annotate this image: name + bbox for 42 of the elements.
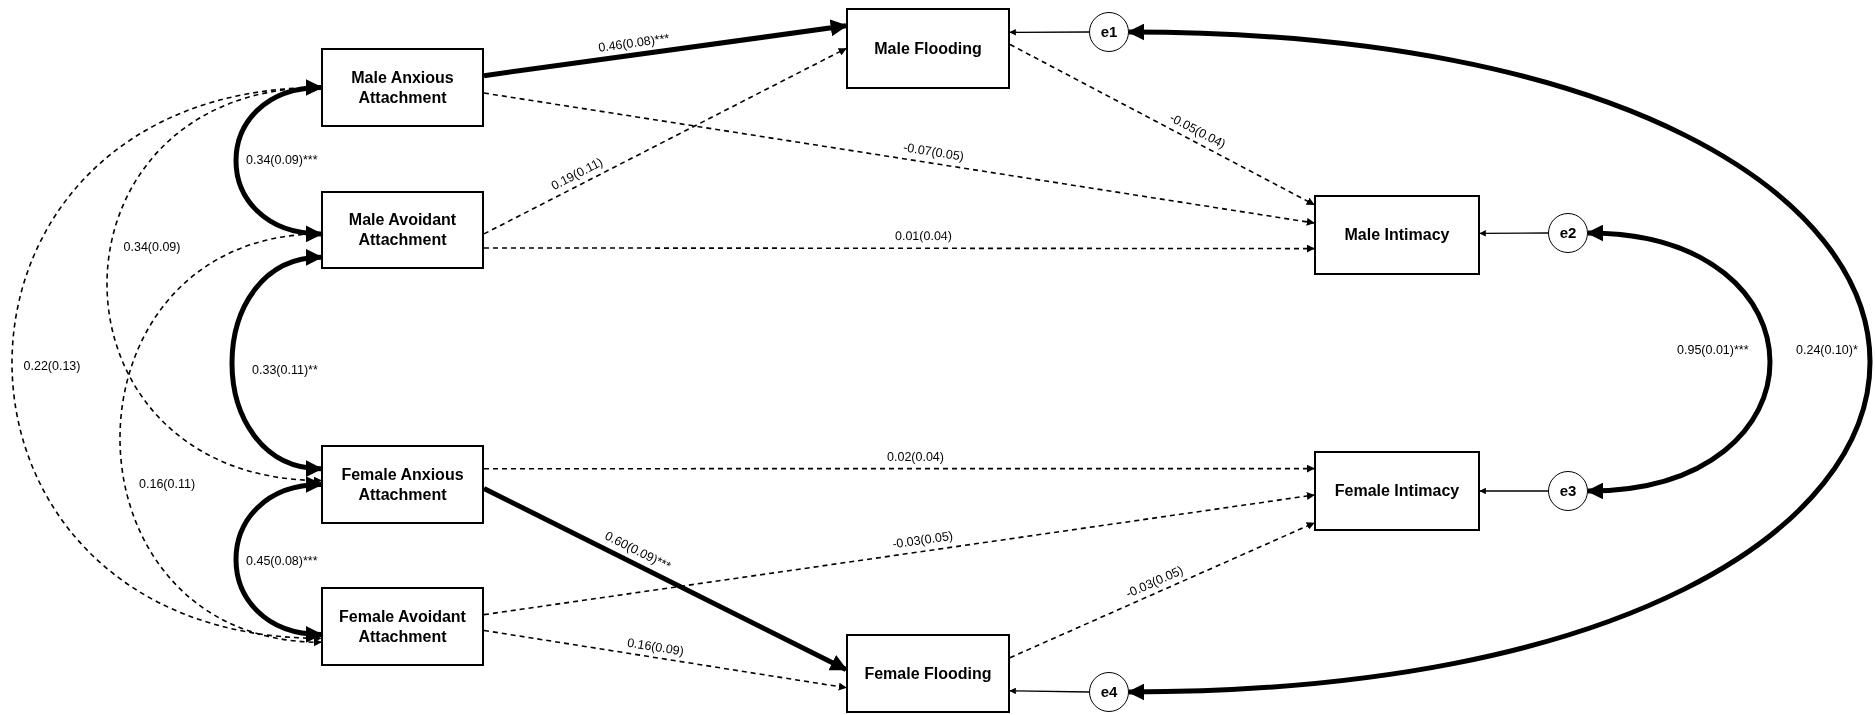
edge-label: 0.95(0.01)*** (1675, 343, 1751, 357)
arrow (483, 19, 848, 79)
edge-label: 0.01(0.04) (893, 229, 955, 244)
variable-box: Female Intimacy (1314, 451, 1480, 531)
double-headed-arrow (233, 477, 323, 642)
double-headed-arrow (11, 84, 322, 642)
double-headed-arrow (119, 230, 322, 646)
variable-box: Female Avoidant Attachment (321, 587, 484, 666)
arrow (1009, 43, 1315, 206)
arrow (1009, 522, 1315, 659)
double-headed-arrow (1586, 225, 1773, 499)
error-term-circle: e4 (1089, 672, 1129, 712)
edge-label: 0.02(0.04) (885, 449, 947, 464)
edge-label: 0.24(0.10)* (1794, 343, 1860, 357)
variable-box: Male Avoidant Attachment (321, 191, 484, 269)
arrow (483, 47, 847, 235)
arrow (483, 629, 847, 691)
edge-label: 0.16(0.11) (137, 477, 198, 491)
variable-box: Male Flooding (846, 8, 1010, 89)
variable-box: Male Intimacy (1314, 195, 1480, 275)
arrow (1479, 230, 1549, 237)
variable-box: Male Anxious Attachment (321, 48, 484, 127)
error-term-circle: e2 (1548, 213, 1588, 253)
arrow (1479, 487, 1549, 495)
arrow (483, 92, 1315, 226)
double-headed-arrow (233, 80, 323, 241)
edge-label: 0.45(0.08)*** (244, 554, 320, 568)
arrow (1009, 29, 1090, 36)
edge-label: 0.33(0.11)** (250, 363, 320, 377)
arrow (483, 244, 1315, 253)
arrow (483, 464, 1315, 473)
variable-box: Female Anxious Attachment (321, 445, 484, 524)
arrow (1009, 687, 1090, 695)
double-headed-arrow (229, 251, 323, 475)
error-term-circle: e3 (1548, 471, 1588, 511)
error-term-circle: e1 (1089, 12, 1129, 52)
variable-box: Female Flooding (846, 634, 1010, 713)
edge-label: 0.34(0.09)*** (244, 153, 320, 167)
double-headed-arrow (1127, 24, 1871, 700)
edge-label: 0.34(0.09) (121, 240, 183, 254)
edge-label: 0.22(0.13) (21, 359, 83, 373)
arrow (483, 492, 1315, 616)
